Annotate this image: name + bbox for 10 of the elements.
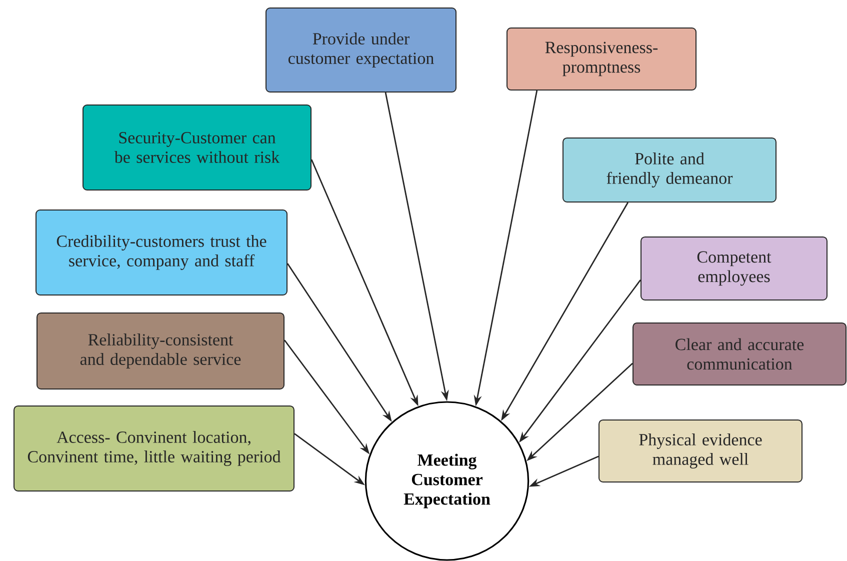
text-box: Reliability-consistent and dependable service bbox=[36, 312, 284, 390]
text-box: Physical evidence managed well bbox=[598, 420, 802, 482]
text-box: Clear and accurate communication bbox=[632, 322, 846, 386]
text-box: Security-Customer can be services without risk bbox=[82, 104, 312, 190]
text-box: Polite and friendly demeanor bbox=[562, 138, 776, 202]
text-box: Provide under customer expectation bbox=[266, 8, 456, 92]
text-box: Access- Convinent location, Convinent time, little waiting period bbox=[14, 406, 294, 492]
text-box: Credibility-customers trust the service, company and staff bbox=[36, 210, 288, 296]
text-box: Competent employees bbox=[640, 236, 828, 300]
text-box: Responsiveness-promptness bbox=[506, 28, 696, 90]
